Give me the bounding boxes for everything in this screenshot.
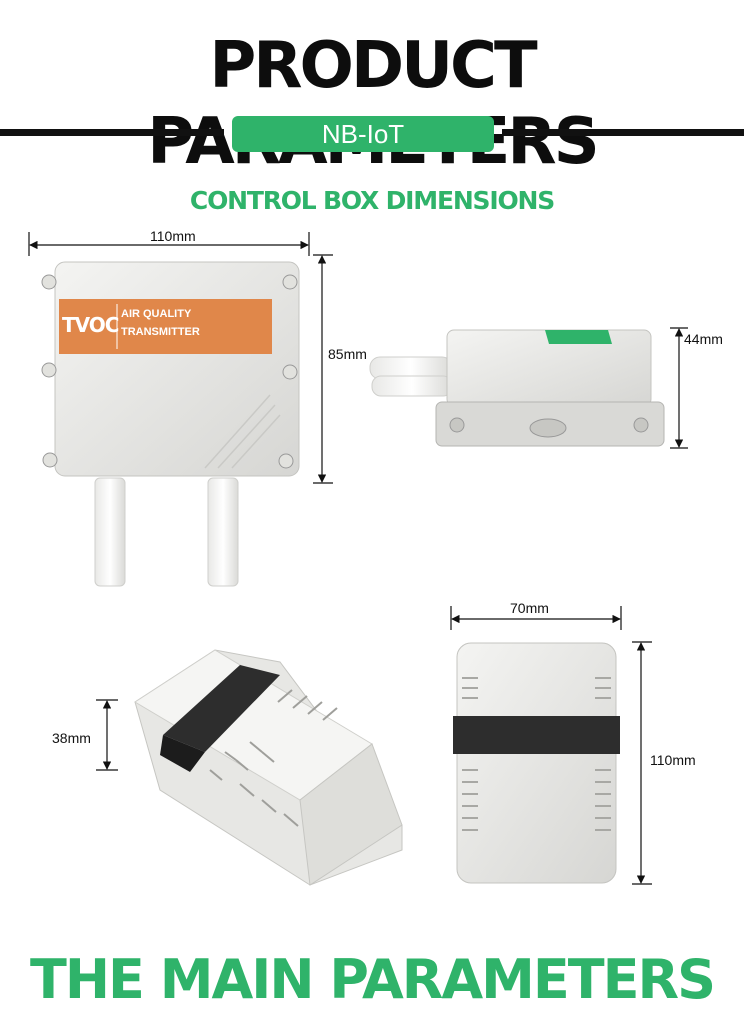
section-subtitle: CONTROL BOX DIMENSIONS (189, 186, 555, 215)
protocol-badge: NB-IoT (232, 116, 494, 152)
dim-box-depth: 44mm (684, 331, 723, 347)
dim-box-width: 110mm (150, 228, 196, 244)
label-line2: TRANSMITTER (121, 326, 200, 338)
divider-right (502, 129, 744, 136)
control-box-side (369, 329, 665, 447)
dim-box-height: 85mm (328, 346, 367, 362)
device-label (59, 299, 272, 354)
dim-enclosure-height: 110mm (650, 752, 696, 768)
divider-left (0, 129, 224, 136)
enclosure-perspective (134, 649, 403, 886)
dimension-lines (28, 232, 688, 885)
enclosure-front (453, 642, 620, 884)
dim-enclosure-width: 70mm (510, 600, 549, 616)
label-brand: TVOC (62, 313, 119, 337)
main-parameters-title: THE MAIN PARAMETERS (30, 948, 716, 1011)
dim-enclosure-depth: 38mm (52, 730, 91, 746)
label-line1: AIR QUALITY (121, 308, 192, 320)
